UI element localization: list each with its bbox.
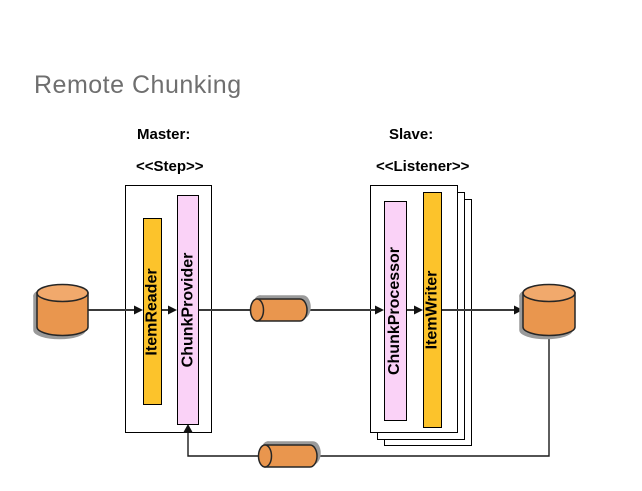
reply-queue-body (264, 444, 318, 468)
input-database-body (36, 292, 89, 337)
output-database-body (522, 292, 576, 337)
chunk-provider-label: ChunkProvider (179, 252, 196, 368)
item-reader-bar: ItemReader (143, 218, 162, 405)
master-role-label: Master: (137, 126, 191, 143)
reply-queue-cap (257, 444, 273, 468)
page-title: Remote Chunking (34, 71, 242, 99)
reply-queue-icon (257, 444, 318, 468)
return-path-lines (187, 334, 550, 457)
input-database-icon (36, 283, 89, 337)
request-queue-cap (249, 298, 265, 322)
chunk-provider-bar: ChunkProvider (177, 195, 199, 425)
master-stereotype-label: <<Step>> (136, 158, 204, 175)
request-queue-body (256, 298, 308, 322)
chunk-processor-label: ChunkProcessor (386, 246, 404, 376)
arrowhead-into-output-db (514, 305, 523, 315)
line-reply-queue-to-chunkprovider (187, 431, 259, 457)
chunk-processor-bar: ChunkProcessor (384, 201, 407, 421)
output-database-icon (522, 283, 576, 337)
item-reader-label: ItemReader (143, 267, 161, 356)
item-writer-label: ItemWriter (423, 270, 441, 350)
input-database-top (36, 283, 89, 303)
item-writer-bar: ItemWriter (423, 192, 442, 428)
slave-role-label: Slave: (389, 126, 434, 143)
slave-stereotype-label: <<Listener>> (376, 158, 470, 175)
request-queue-icon (249, 298, 308, 322)
output-database-top (522, 283, 576, 303)
